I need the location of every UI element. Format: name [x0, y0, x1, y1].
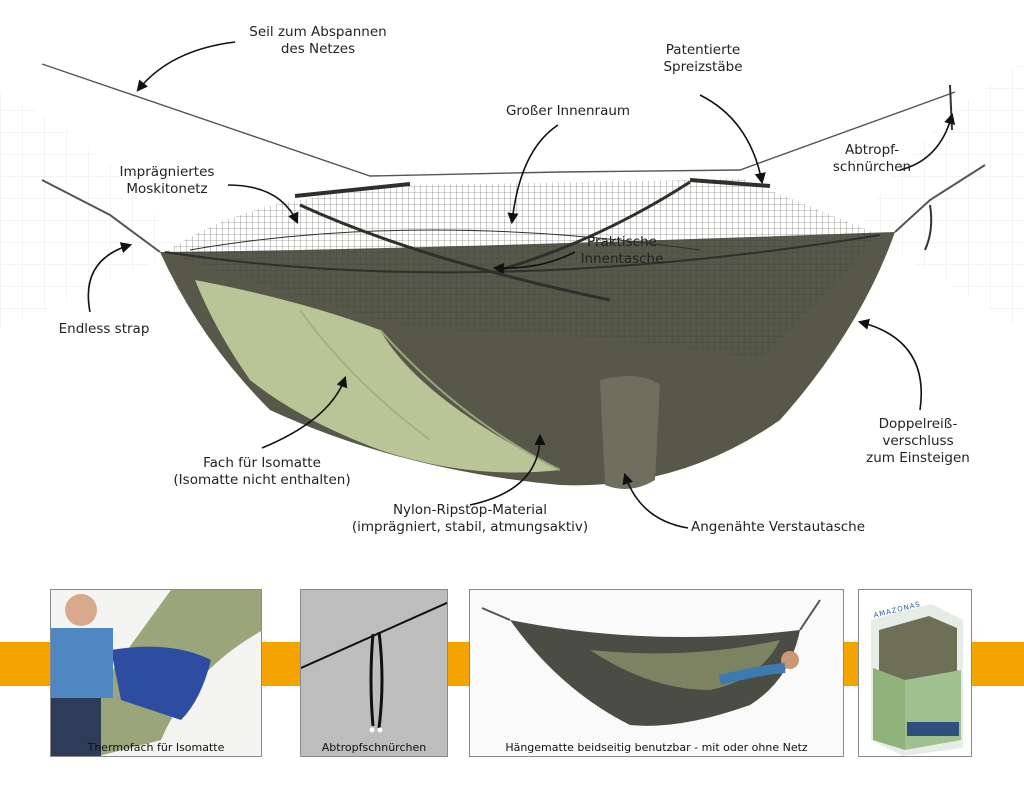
endless-strap-left	[41, 179, 161, 253]
accent-stripe	[844, 642, 858, 686]
spreader-bar-left	[294, 182, 411, 198]
panel-caption: Abtropfschnürchen	[321, 741, 427, 754]
hammock-photo	[470, 590, 843, 756]
callout-drip: Abtropf- schnürchen	[832, 142, 912, 175]
panel-caption: Hängematte beidseitig benutzbar - mit od…	[505, 741, 808, 754]
callout-inner-pocket: Praktische Innentasche	[580, 234, 664, 267]
callout-arrows	[87, 41, 956, 529]
endless-strap-right	[894, 164, 986, 233]
panel-hammock: Hängematte beidseitig benutzbar - mit od…	[469, 589, 844, 757]
panel-drip: Abtropfschnürchen	[300, 589, 448, 757]
background-grid-right	[860, 60, 1024, 330]
drip-photo	[301, 590, 447, 756]
panel-package: AMAZONAS	[858, 589, 972, 757]
background-grid-left	[0, 90, 180, 330]
package-photo	[859, 590, 971, 756]
callout-mat-pocket: Fach für Isomatte (Isomatte nicht enthal…	[173, 455, 351, 488]
callout-rope: Seil zum Abspannen des Netzes	[249, 24, 387, 57]
net-rope	[41, 63, 956, 177]
callout-interior: Großer Innenraum	[505, 103, 631, 119]
callout-mosquito-net: Imprägniertes Moskitonetz	[119, 164, 215, 197]
callout-zipper: Doppelreiß- verschluss zum Einsteigen	[866, 416, 970, 466]
hammock-fabric-green	[195, 280, 560, 473]
accent-stripe	[0, 642, 50, 686]
accent-stripe	[972, 642, 1024, 686]
thermo-photo	[51, 590, 261, 756]
callout-material: Nylon-Ripstop-Material (imprägniert, sta…	[351, 502, 589, 535]
spreader-bar-right	[689, 178, 771, 188]
stuff-sack	[600, 376, 660, 489]
accent-stripe	[448, 642, 469, 686]
hammock-illustration	[0, 41, 1024, 529]
accent-stripe	[262, 642, 300, 686]
callout-stuff-sack: Angenähte Verstautasche	[690, 519, 866, 535]
panel-thermo: Thermofach für Isomatte	[50, 589, 262, 757]
callout-spreader: Patentierte Spreizstäbe	[663, 42, 743, 75]
panel-caption: Thermofach für Isomatte	[87, 741, 225, 754]
callout-endless-strap: Endless strap	[58, 321, 150, 337]
